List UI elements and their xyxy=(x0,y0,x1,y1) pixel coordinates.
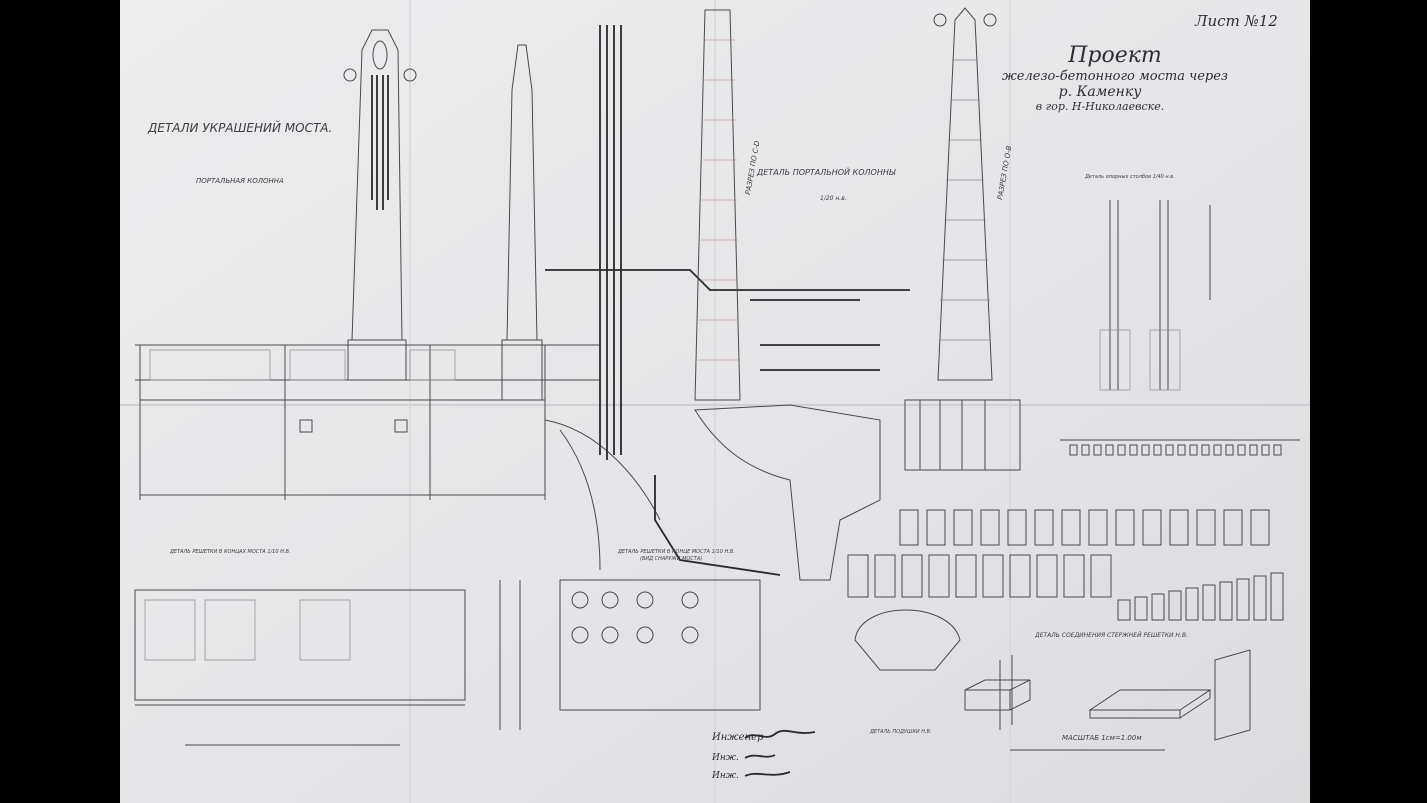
block-detail xyxy=(953,509,973,546)
block-detail xyxy=(1273,444,1282,456)
section-ob-column xyxy=(904,7,1021,471)
title-line4: в гор. Н-Николаевске. xyxy=(1036,100,1165,113)
block-detail xyxy=(1213,444,1222,456)
portal-column-detail-label: ДЕТАЛЬ ПОРТАЛЬНОЙ КОЛОННЫ xyxy=(756,166,896,177)
block-detail xyxy=(980,509,1000,546)
block-detail xyxy=(1061,509,1081,546)
block-detail xyxy=(1117,444,1126,456)
block-detail xyxy=(1105,444,1114,456)
railing-details xyxy=(134,579,961,746)
block-detail xyxy=(1236,578,1250,621)
block-detail xyxy=(1169,509,1189,546)
section-cd-column xyxy=(694,9,881,581)
title-line3: р. Каменку xyxy=(1059,84,1143,100)
block-detail xyxy=(1249,444,1258,456)
rod-joint-label: ДЕТАЛЬ СОЕДИНЕНИЯ СТЕРЖНЕЙ РЕШЕТКИ Н.В. xyxy=(1034,632,1188,639)
block-detail xyxy=(899,509,919,546)
block-detail xyxy=(1034,509,1054,546)
support-post-details xyxy=(847,200,1300,621)
block-detail xyxy=(1261,444,1270,456)
block-detail xyxy=(1141,444,1150,456)
block-detail xyxy=(1142,509,1162,546)
block-detail xyxy=(1088,509,1108,546)
block-detail xyxy=(1090,554,1112,598)
block-detail xyxy=(1202,584,1216,621)
block-detail xyxy=(1165,444,1174,456)
block-detail xyxy=(1223,509,1243,546)
block-detail xyxy=(1007,509,1027,546)
scale-20-label: 1/20 н.в. xyxy=(820,195,847,202)
block-detail xyxy=(1036,554,1058,598)
block-detail xyxy=(1063,554,1085,598)
block-detail xyxy=(1189,444,1198,456)
block-detail xyxy=(1219,581,1233,621)
block-detail xyxy=(1253,575,1267,621)
scale-label: МАСШТАБ 1см=1.00м xyxy=(1062,734,1142,742)
block-detail xyxy=(926,509,946,546)
block-detail xyxy=(1196,509,1216,546)
title-line2: железо-бетонного моста через xyxy=(1002,69,1228,84)
block-detail xyxy=(1185,587,1199,621)
block-detail xyxy=(1237,444,1246,456)
signature-2: Инж. xyxy=(711,753,739,763)
block-detail xyxy=(847,554,869,598)
block-detail xyxy=(1168,590,1182,621)
block-detail xyxy=(1153,444,1162,456)
block-detail xyxy=(1201,444,1210,456)
sheet-number: Лист №12 xyxy=(1194,12,1278,30)
railing-end-label: ДЕТАЛЬ РЕШЕТКИ В КОНЦАХ МОСТА 1/10 Н.В. xyxy=(169,549,291,555)
block-detail xyxy=(874,554,896,598)
railing-end2-sublabel: (ВИД СНАРУЖИ МОСТА) xyxy=(640,556,702,562)
cushion-detail-label: ДЕТАЛЬ ПОДУШКИ Н.В. xyxy=(869,729,932,735)
decor-details-title: ДЕТАЛИ УКРАШЕНИЙ МОСТА. xyxy=(147,120,332,135)
block-detail xyxy=(928,554,950,598)
signature-3: Инж. xyxy=(711,771,739,781)
block-detail xyxy=(1250,509,1270,546)
block-detail xyxy=(901,554,923,598)
block-detail xyxy=(1151,593,1165,621)
block-detail xyxy=(982,554,1004,598)
support-posts-label: Деталь опорных столбов 1/40 н.в. xyxy=(1084,174,1175,180)
rod-joint-details xyxy=(964,649,1251,751)
block-detail xyxy=(1117,599,1131,621)
block-detail xyxy=(1270,572,1284,621)
block-detail xyxy=(1093,444,1102,456)
block-detail xyxy=(1009,554,1031,598)
block-detail xyxy=(1129,444,1138,456)
portal-column-label: ПОРТАЛЬНАЯ КОЛОННА xyxy=(196,177,284,185)
title-line1: Проект xyxy=(1067,43,1162,68)
block-detail xyxy=(1069,444,1078,456)
signature-1: Инженер xyxy=(711,732,764,743)
block-detail xyxy=(1115,509,1135,546)
block-detail xyxy=(1081,444,1090,456)
block-detail xyxy=(955,554,977,598)
block-detail xyxy=(1134,596,1148,621)
block-detail xyxy=(1177,444,1186,456)
portal-column-elevation xyxy=(135,29,661,571)
block-detail xyxy=(1225,444,1234,456)
railing-end2-label: ДЕТАЛЬ РЕШЕТКИ В КОНЦЕ МОСТА 1/10 Н.В. xyxy=(617,549,735,555)
